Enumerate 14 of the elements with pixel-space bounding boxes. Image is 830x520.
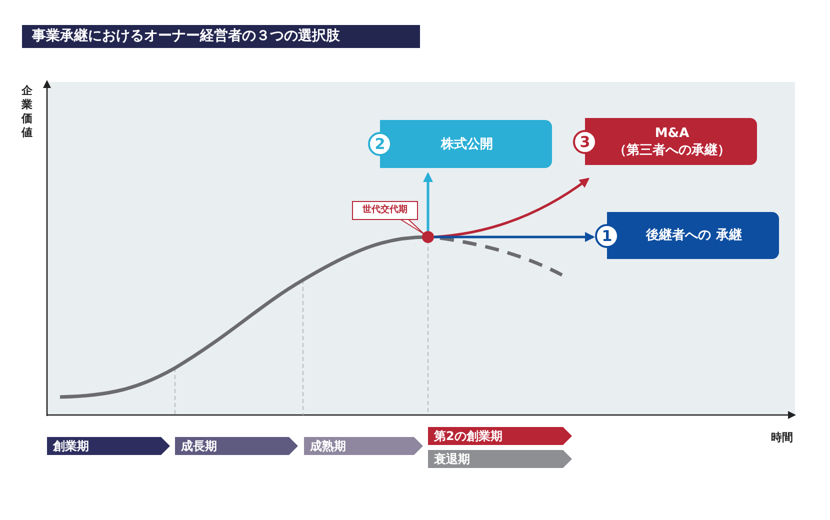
- option-box: 1 後継者への 承継: [595, 212, 779, 259]
- phase-band: 創業期: [47, 437, 170, 455]
- axis-label: 企業価値: [20, 84, 34, 140]
- option-box: 2 株式公開: [368, 120, 552, 168]
- axis-label: 時間: [771, 430, 794, 445]
- phase-band: 衰退期: [428, 450, 572, 468]
- arrow: [434, 232, 595, 242]
- option-box: 3 M&A（第三者への承継）: [573, 118, 757, 165]
- arrow: [423, 172, 433, 231]
- phase-band: 成熟期: [304, 437, 423, 455]
- title-banner: 事業承継におけるオーナー経営者の３つの選択肢: [22, 25, 420, 48]
- arrow: [434, 178, 590, 238]
- phase-band: 第2の創業期: [428, 427, 572, 445]
- phase-band: 成長期: [175, 437, 298, 455]
